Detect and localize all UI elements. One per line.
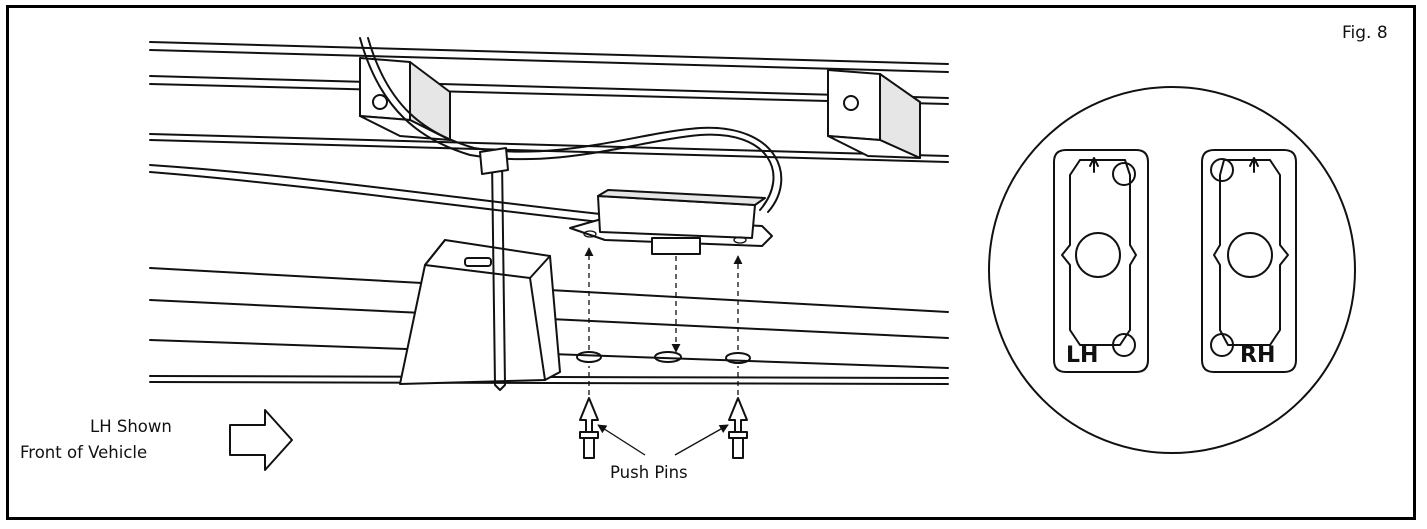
wire-harness xyxy=(359,37,783,391)
upper-rail xyxy=(149,41,949,163)
leader-left xyxy=(597,424,646,456)
bracket-right xyxy=(827,69,921,159)
sensor-module xyxy=(569,189,773,255)
push-pin-right xyxy=(728,397,748,459)
detail-lh-bracket: LH xyxy=(1053,149,1149,373)
mounting-tab xyxy=(399,239,561,385)
figure-frame xyxy=(6,5,1416,520)
direction-arrow-icon xyxy=(229,409,293,471)
note-front-of-vehicle: Front of Vehicle xyxy=(20,443,147,462)
note-lh-shown: LH Shown xyxy=(90,417,172,436)
bracket-left xyxy=(359,57,451,141)
leader-right xyxy=(674,424,729,456)
detail-view: LH RH xyxy=(988,86,1356,454)
detail-rh-label: RH xyxy=(1240,343,1275,368)
push-pins-label: Push Pins xyxy=(610,463,688,482)
figure-label: Fig. 8 xyxy=(1342,23,1388,43)
push-pin-left xyxy=(579,397,599,459)
mounting-holes xyxy=(576,351,751,364)
alignment-arrows xyxy=(584,247,743,395)
detail-rh-bracket: RH xyxy=(1201,149,1297,373)
detail-lh-label: LH xyxy=(1066,343,1098,368)
